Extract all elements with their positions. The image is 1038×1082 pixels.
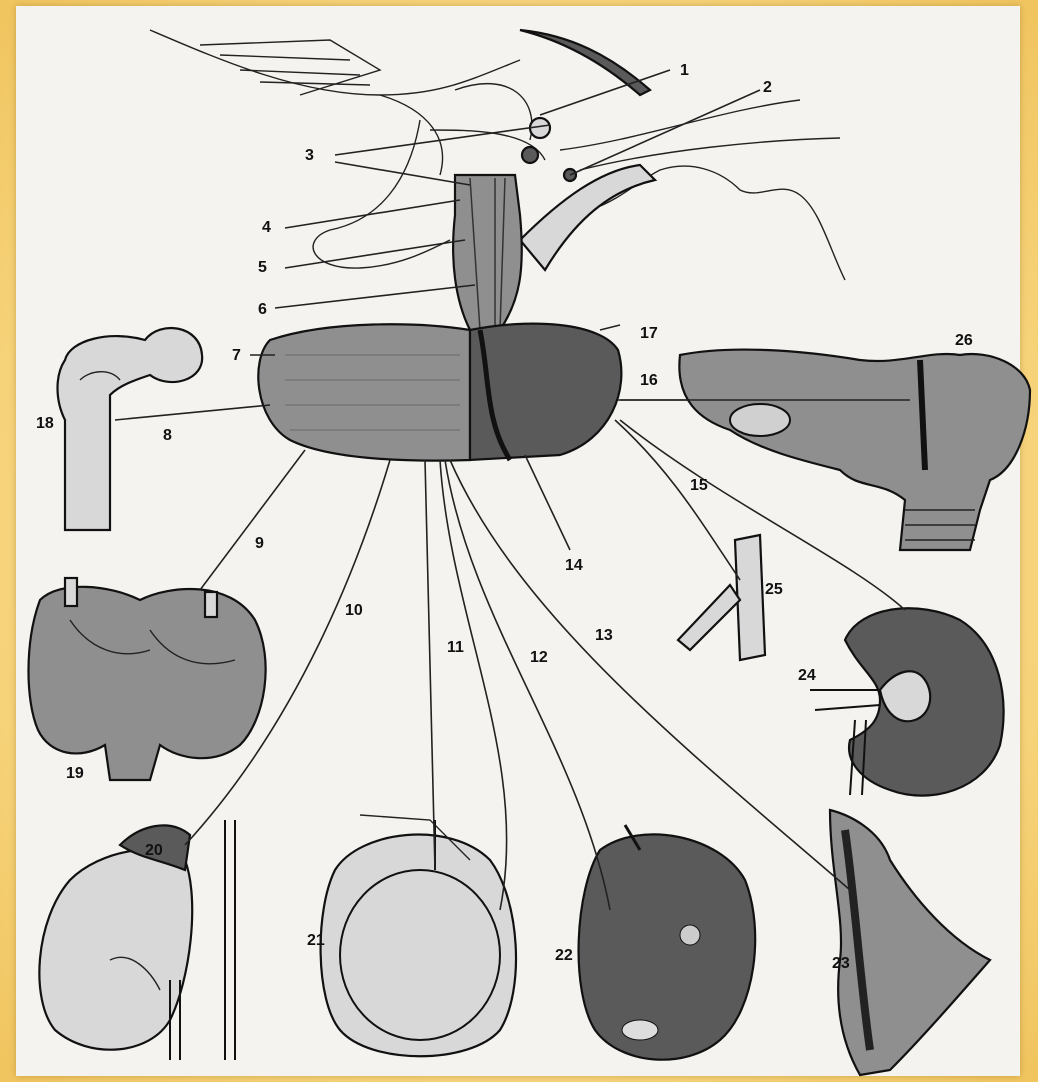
label-24: 24 xyxy=(798,667,816,684)
label-5: 5 xyxy=(258,259,267,276)
digestive-organ xyxy=(679,350,1030,550)
label-19: 19 xyxy=(66,765,84,782)
label-14: 14 xyxy=(565,557,583,574)
label-1: 1 xyxy=(680,62,689,79)
label-12: 12 xyxy=(530,649,548,666)
gonad-organ xyxy=(579,825,756,1060)
label-15: 15 xyxy=(690,477,708,494)
blood-vessel xyxy=(678,535,765,660)
label-21: 21 xyxy=(307,932,325,949)
label-11: 11 xyxy=(447,639,464,656)
label-6: 6 xyxy=(258,301,267,318)
label-4: 4 xyxy=(262,219,271,236)
label-17: 17 xyxy=(640,325,658,342)
mammary-gland xyxy=(830,810,990,1075)
label-26: 26 xyxy=(955,332,973,349)
thyroid-gland xyxy=(28,578,265,780)
label-13: 13 xyxy=(595,627,613,644)
label-16: 16 xyxy=(640,372,658,389)
label-3: 3 xyxy=(305,147,314,164)
label-10: 10 xyxy=(345,602,363,619)
label-23: 23 xyxy=(832,955,850,972)
anterior-lobe xyxy=(258,324,470,460)
follicle-organ xyxy=(321,815,516,1056)
label-7: 7 xyxy=(232,347,241,364)
adrenal-kidney-left xyxy=(39,820,235,1060)
label-18: 18 xyxy=(36,415,54,432)
label-20: 20 xyxy=(145,842,163,859)
label-22: 22 xyxy=(555,947,573,964)
label-9: 9 xyxy=(255,535,264,552)
kidney-right xyxy=(810,608,1004,795)
femur-bone xyxy=(58,328,203,530)
label-25: 25 xyxy=(765,581,783,598)
label-8: 8 xyxy=(163,427,172,444)
posterior-lobe xyxy=(470,324,621,460)
label-2: 2 xyxy=(763,79,772,96)
